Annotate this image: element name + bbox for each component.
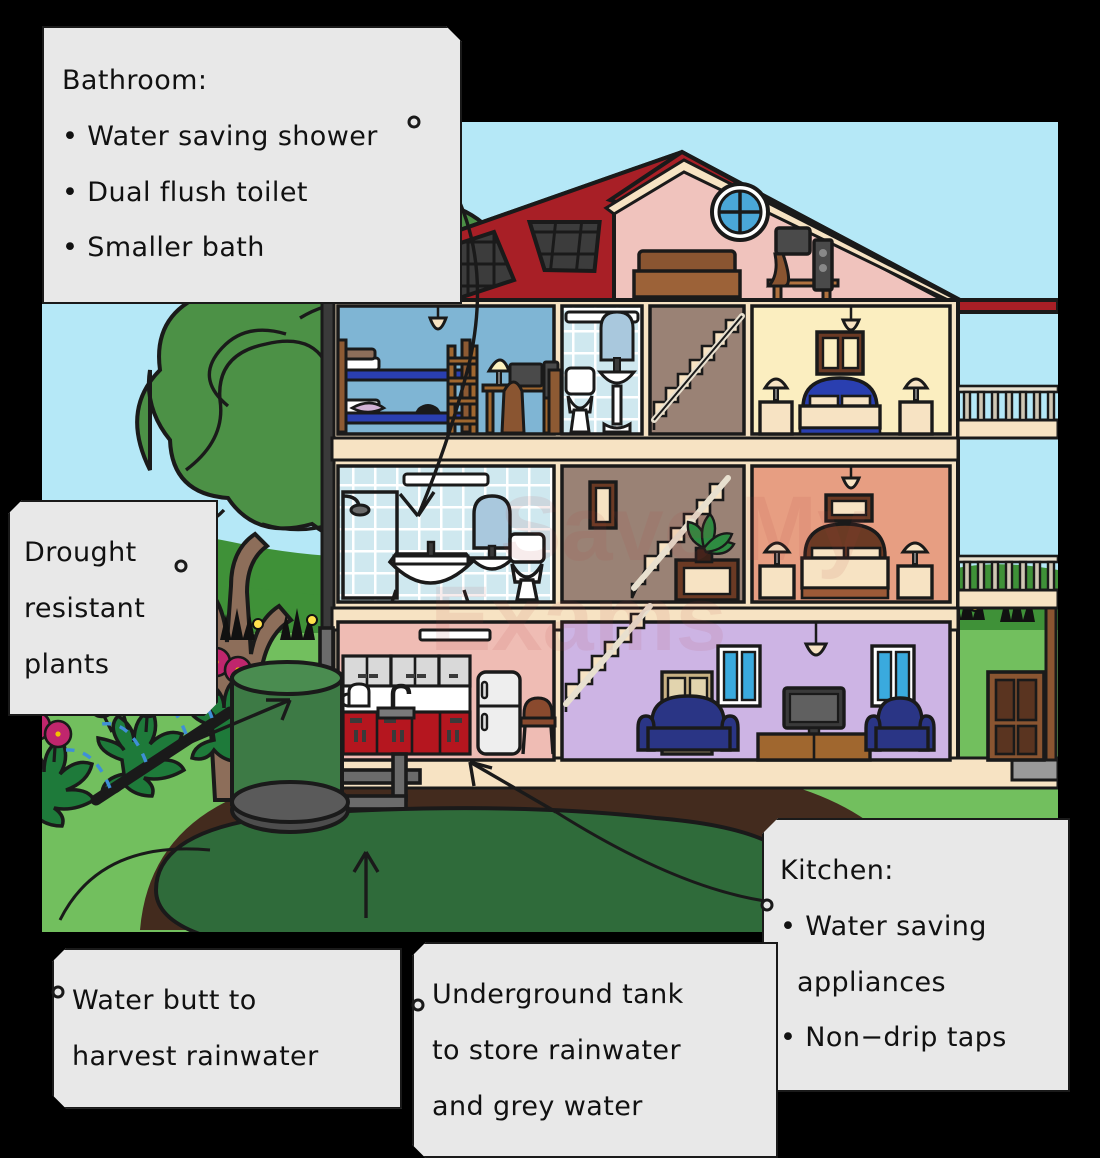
room-master-bedroom <box>750 304 952 436</box>
callout-bathroom-item-1: • Dual flush toilet <box>62 176 308 208</box>
bedroom2-nightstand-right <box>896 564 934 600</box>
kids-wardrobe-edge <box>547 368 563 436</box>
kitchen-tap <box>390 683 412 708</box>
attic-chair <box>765 252 790 288</box>
bedroom2-nightstand-left <box>758 564 796 600</box>
callout-tank-line-2: and grey water <box>432 1090 643 1122</box>
attic-contents <box>632 182 840 302</box>
living-armchair <box>864 696 936 752</box>
watermark: Save My Exams <box>430 478 868 670</box>
room-middle-hall <box>560 464 746 604</box>
kitchen-sink <box>376 706 416 720</box>
room-main-bathroom <box>336 464 556 604</box>
sink-top <box>596 370 638 385</box>
shower-enclosure <box>341 490 399 600</box>
svg-text:Exams: Exams <box>430 568 727 670</box>
attic-sofa-seat <box>632 269 742 299</box>
room-top-bathroom <box>560 304 644 436</box>
diagram-stage: Save My Exams Bathroom: • Water saving s… <box>8 26 1070 1109</box>
solar-panel-2 <box>526 220 602 274</box>
bedroom2-bed <box>800 556 890 590</box>
toy-car <box>414 404 442 414</box>
ground-slab <box>330 756 1058 790</box>
callout-waterbutt-line-0: Water butt to <box>72 984 257 1016</box>
pendant-lamp-living <box>803 642 829 657</box>
bunk-ladder <box>446 344 479 436</box>
toilet-bowl-top <box>566 395 594 414</box>
callout-bathroom-heading: Bathroom: <box>62 64 208 96</box>
callout-tank-line-0: Underground tank <box>432 978 684 1010</box>
room-kitchen <box>336 620 557 762</box>
callout-tank-line-1: to store rainwater <box>432 1034 681 1066</box>
svg-text:Save My: Save My <box>500 478 868 580</box>
kettle <box>340 682 371 708</box>
ceiling-light-bathroom <box>402 472 490 487</box>
attic-monitor <box>774 226 812 256</box>
callout-kitchen-item-1: appliances <box>797 966 947 998</box>
underground-tank <box>153 780 809 932</box>
callout-kitchen-item-0: • Water saving <box>780 910 987 942</box>
house-plant <box>686 512 736 555</box>
nightstand-left <box>758 400 794 436</box>
attic-desk <box>766 278 840 288</box>
kids-monitor <box>508 362 544 388</box>
callout-underground-tank[interactable]: Underground tank to store rainwater and … <box>412 942 778 1158</box>
kitchen-stool <box>519 696 557 755</box>
nightstand-right <box>898 400 934 436</box>
front-door <box>986 670 1046 762</box>
mirror-top <box>599 310 635 362</box>
callout-kitchen-item-2: • Non−drip taps <box>780 1022 1007 1054</box>
toilet-cistern-top <box>564 366 596 396</box>
callout-waterbutt-line-1: harvest rainwater <box>72 1040 319 1072</box>
porch-post <box>1044 606 1058 762</box>
bunk-blanket <box>349 401 387 414</box>
callout-water-butt[interactable]: Water butt to harvest rainwater <box>52 948 402 1109</box>
callout-plants-line-1: resistant <box>24 592 146 624</box>
room-living-room <box>560 603 952 762</box>
balcony-middle <box>956 554 1058 610</box>
kitchen-strip-light <box>418 628 492 642</box>
fridge <box>476 670 522 756</box>
floor-slab-2 <box>330 436 960 462</box>
callout-bathroom-item-0: • Water saving shower <box>62 120 378 152</box>
illustration-panel: Save My Exams <box>42 122 1058 932</box>
bath-tap <box>426 540 436 558</box>
kids-chair <box>500 380 526 435</box>
callout-kitchen-heading: Kitchen: <box>780 854 894 886</box>
shower-head <box>349 503 371 517</box>
balcony-top <box>956 384 1058 440</box>
master-bed <box>798 404 882 430</box>
lamp-right <box>902 377 930 390</box>
room-second-bedroom <box>750 464 952 604</box>
callout-bathroom[interactable]: Bathroom: • Water saving shower • Dual f… <box>42 26 462 304</box>
callout-bathroom-item-2: • Smaller bath <box>62 232 265 264</box>
callout-kitchen[interactable]: Kitchen: • Water saving appliances • Non… <box>762 818 1070 1093</box>
toilet-bowl <box>510 563 544 584</box>
pendant-lamp-second <box>840 476 862 490</box>
toilet-cistern <box>508 532 546 564</box>
callout-plants-line-2: plants <box>24 648 110 680</box>
living-window-left <box>716 644 762 708</box>
irrigation-hose <box>90 706 236 806</box>
room-top-stairs <box>648 304 746 436</box>
bathroom-mirror <box>472 494 512 550</box>
house-cutaway-illustration: Save My Exams <box>42 122 1058 932</box>
room-kids-bedroom <box>336 304 563 436</box>
living-sofa <box>636 694 740 752</box>
pendant-lamp-master <box>840 318 862 332</box>
pendant-lamp-kids <box>427 316 449 331</box>
callout-drought-plants[interactable]: Drought resistant plants <box>8 500 218 716</box>
callout-plants-line-0: Drought <box>24 536 137 568</box>
lamp-left <box>762 377 790 390</box>
